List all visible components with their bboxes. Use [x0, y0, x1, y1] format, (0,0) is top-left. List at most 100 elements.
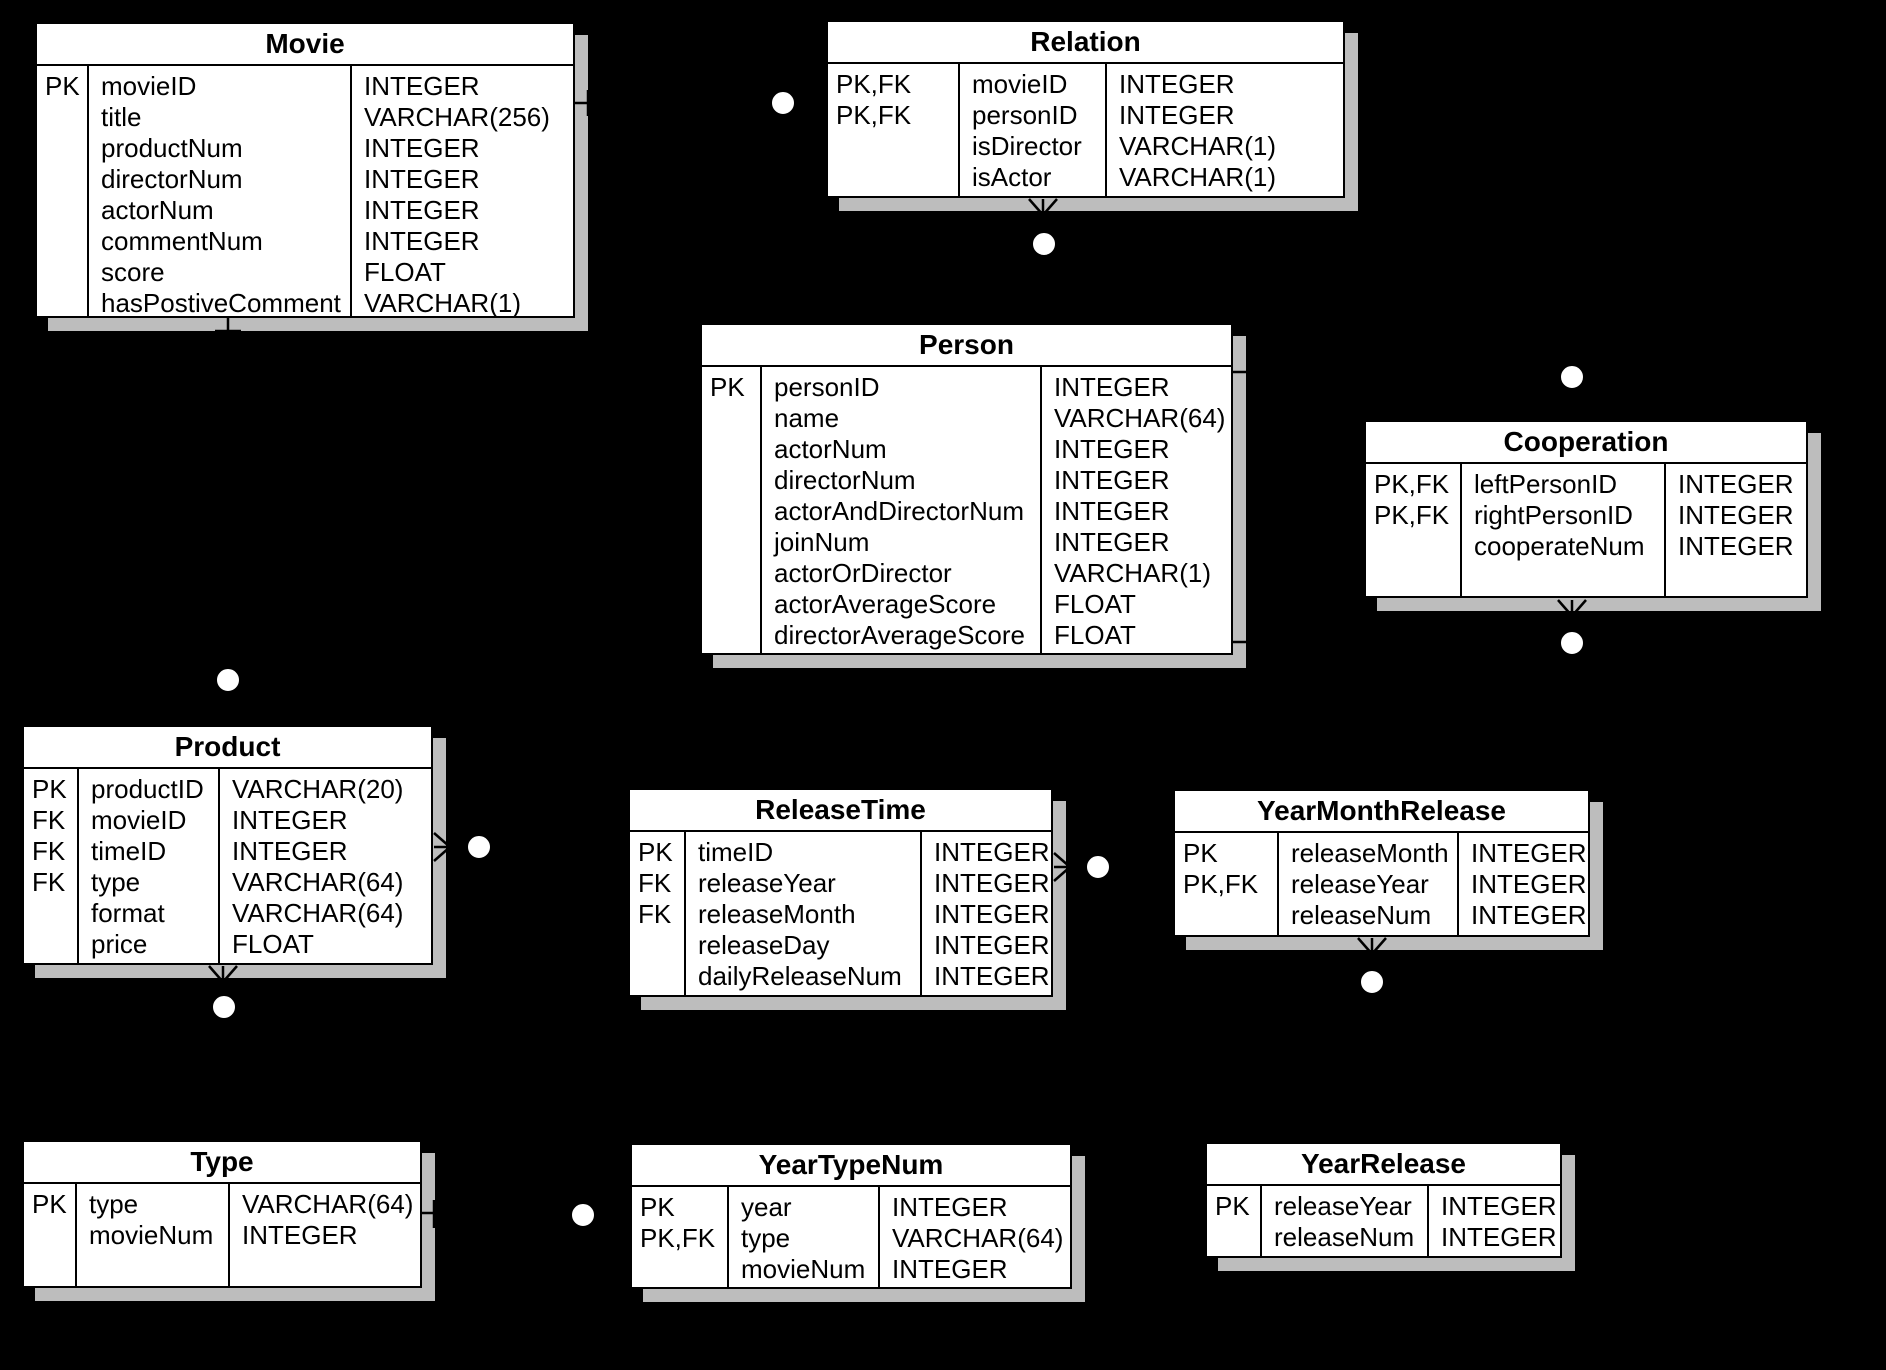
row-field-name: personID	[774, 372, 880, 402]
row-key-flag	[32, 1220, 69, 1251]
row-key-flag	[45, 102, 81, 133]
row-key-flag: PK,FK	[640, 1223, 716, 1253]
row-datatype: INTEGER	[232, 836, 348, 866]
row-field-name: hasPostiveComment	[101, 288, 341, 316]
row-field-name: actorOrDirector	[774, 558, 952, 588]
table-title: Person	[702, 325, 1231, 367]
row-datatype: INTEGER	[364, 71, 480, 101]
row-key-flag	[710, 496, 754, 527]
row-datatype: VARCHAR(20)	[232, 774, 404, 804]
row-datatype: INTEGER	[934, 961, 1050, 991]
row-field-name: movieID	[91, 805, 187, 835]
table-title: YearTypeNum	[632, 1145, 1070, 1187]
row-datatype: INTEGER	[934, 837, 1050, 867]
row-field-name: movieNum	[89, 1220, 214, 1250]
row-datatype: INTEGER	[934, 868, 1050, 898]
row-field-name: commentNum	[101, 226, 263, 256]
table-title: YearMonthRelease	[1175, 791, 1588, 833]
row-key-flag	[32, 898, 71, 929]
row-field-name: cooperateNum	[1474, 531, 1645, 561]
row-field-name: releaseMonth	[1291, 838, 1449, 868]
row-field-name: personID	[972, 100, 1078, 130]
row-field-name: releaseDay	[698, 930, 830, 960]
row-field-name: type	[89, 1189, 139, 1219]
row-field-name: actorNum	[101, 195, 214, 225]
row-datatype: FLOAT	[1054, 589, 1136, 619]
row-field-name: movieID	[101, 71, 197, 101]
row-datatype: INTEGER	[1054, 434, 1170, 464]
row-key-flag	[638, 930, 678, 961]
row-field-name: year	[741, 1192, 792, 1222]
row-field-name: rightPersonID	[1474, 500, 1633, 530]
row-datatype: FLOAT	[232, 929, 314, 959]
row-field-name: dailyReleaseNum	[698, 961, 902, 991]
row-key-flag	[1374, 531, 1454, 562]
row-datatype: FLOAT	[1054, 620, 1136, 650]
key-column: PK	[702, 367, 762, 653]
row-datatype: INTEGER	[892, 1192, 1008, 1222]
row-key-flag	[45, 195, 81, 226]
row-key-flag: PK	[638, 837, 673, 867]
row-key-flag	[640, 1254, 721, 1285]
row-field-name: releaseYear	[1274, 1191, 1412, 1221]
row-key-flag	[45, 133, 81, 164]
row-datatype: VARCHAR(64)	[232, 867, 404, 897]
row-key-flag: PK	[45, 71, 80, 101]
table-title: Product	[24, 727, 431, 769]
row-key-flag: FK	[638, 868, 672, 898]
row-key-flag: PK,FK	[836, 100, 912, 130]
row-datatype: VARCHAR(1)	[1119, 162, 1276, 192]
row-field-name: price	[91, 929, 148, 959]
row-datatype: INTEGER	[934, 930, 1050, 960]
row-datatype: INTEGER	[1054, 527, 1170, 557]
row-key-flag: PK	[32, 774, 67, 804]
row-field-name: directorNum	[774, 465, 916, 495]
row-field-name: score	[101, 257, 165, 287]
row-key-flag: PK	[1215, 1191, 1250, 1221]
row-field-name: directorNum	[101, 164, 243, 194]
row-key-flag	[710, 620, 754, 651]
row-field-name: releaseMonth	[698, 899, 856, 929]
key-column: PK	[1207, 1186, 1262, 1256]
row-key-flag: PK	[32, 1189, 67, 1219]
row-key-flag	[45, 288, 81, 316]
row-field-name: actorAndDirectorNum	[774, 496, 1024, 526]
key-column: PK	[37, 66, 89, 316]
row-key-flag: PK	[640, 1192, 675, 1222]
row-key-flag: PK	[1183, 838, 1218, 868]
row-datatype: INTEGER	[892, 1254, 1008, 1284]
row-key-flag	[638, 961, 678, 992]
row-field-name: leftPersonID	[1474, 469, 1618, 499]
row-datatype: INTEGER	[1441, 1222, 1557, 1252]
row-datatype: VARCHAR(64)	[242, 1189, 414, 1219]
row-key-flag: FK	[32, 805, 66, 835]
row-key-flag	[710, 589, 754, 620]
row-field-name: releaseYear	[698, 868, 836, 898]
